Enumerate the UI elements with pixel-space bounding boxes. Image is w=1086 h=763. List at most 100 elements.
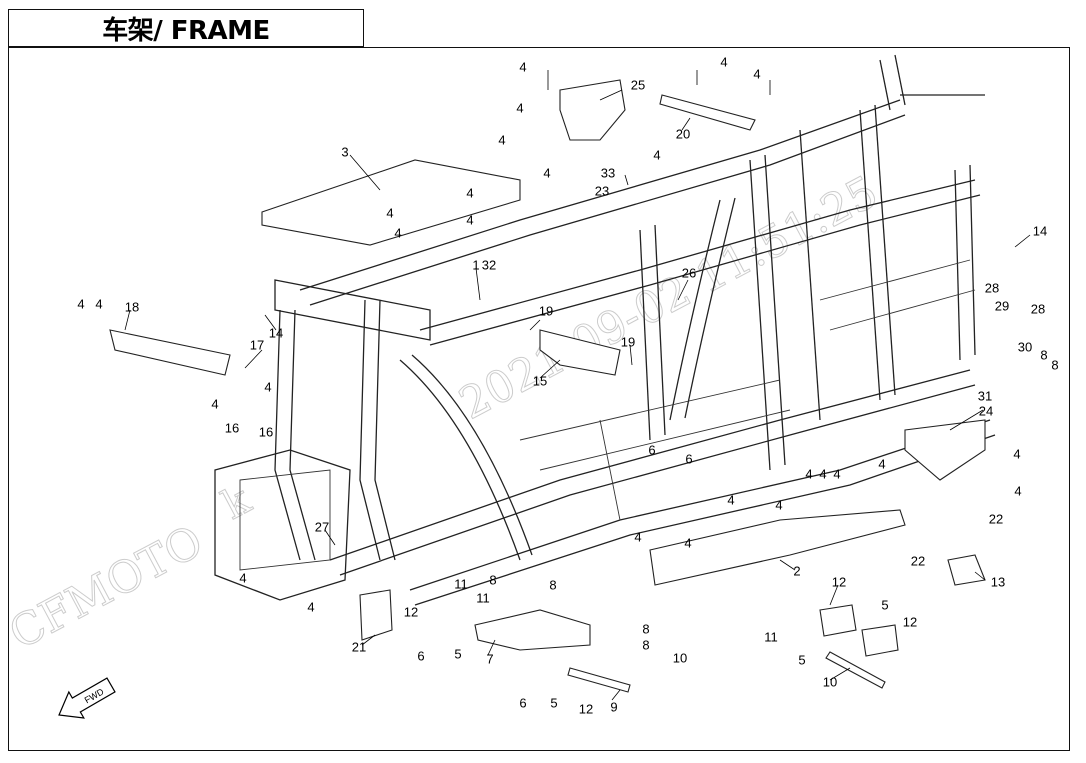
callout-number: 5	[798, 653, 805, 668]
callout-number: 11	[764, 630, 778, 645]
callout-number: 4	[805, 467, 812, 482]
callout-number: 4	[833, 467, 840, 482]
callout-number: 23	[595, 184, 609, 199]
main-frame	[214, 54, 996, 606]
callout-number: 12	[404, 605, 418, 620]
callout-number: 19	[621, 335, 635, 350]
callout-number: 8	[1051, 358, 1058, 373]
part-10-bolt-right	[825, 651, 886, 689]
callout-number: 32	[482, 258, 496, 273]
callout-number: 11	[454, 577, 468, 592]
callout-number: 4	[653, 148, 660, 163]
callout-number: 4	[394, 226, 401, 241]
callout-number: 4	[753, 67, 760, 82]
callout-number: 14	[269, 326, 283, 341]
callout-number: 4	[307, 600, 314, 615]
callout-number: 4	[77, 297, 84, 312]
callout-number: 28	[985, 281, 999, 296]
callout-number: 6	[685, 452, 692, 467]
callout-number: 4	[386, 206, 393, 221]
callouts: 4 25 4 4 4 20 4 4 3 4 33 23 4 4 4 4 14 1…	[77, 55, 1058, 717]
callout-number: 30	[1018, 340, 1032, 355]
callout-number: 4	[516, 101, 523, 116]
callout-number: 14	[1033, 224, 1047, 239]
callout-number: 9	[610, 700, 617, 715]
callout-number: 13	[991, 575, 1005, 590]
callout-number: 17	[250, 338, 264, 353]
watermark: CFMOTO k 2021-09-02 11:51:25	[1, 166, 887, 660]
page-title: 车架/ FRAME	[102, 15, 270, 46]
callout-number: 8	[549, 578, 556, 593]
callout-number: 1	[472, 258, 479, 273]
callout-number: 10	[673, 651, 687, 666]
part-7-mount	[474, 609, 591, 651]
callout-number: 12	[903, 615, 917, 630]
title-box: 车架/ FRAME	[8, 9, 364, 47]
callout-number: 5	[550, 696, 557, 711]
callout-number: 8	[642, 622, 649, 637]
callout-number: 8	[489, 573, 496, 588]
detached-parts	[109, 79, 986, 693]
callout-number: 4	[264, 380, 271, 395]
callout-number: 6	[648, 443, 655, 458]
callout-number: 28	[1031, 302, 1045, 317]
callout-number: 27	[315, 520, 329, 535]
callout-number: 4	[519, 60, 526, 75]
callout-number: 4	[1014, 484, 1021, 499]
callout-number: 18	[125, 300, 139, 315]
callout-number: 25	[631, 78, 645, 93]
callout-number: 31	[978, 389, 992, 404]
callout-number: 4	[684, 536, 691, 551]
callout-number: 29	[995, 299, 1009, 314]
callout-number: 2	[793, 564, 800, 579]
part-5-mount-right	[861, 624, 899, 657]
watermark-brand: CFMOTO	[1, 516, 211, 660]
callout-number: 33	[601, 166, 615, 181]
callout-number: 8	[642, 638, 649, 653]
part-25-bracket	[559, 79, 626, 141]
callout-number: 5	[881, 598, 888, 613]
part-24-plate	[904, 419, 986, 481]
callout-number: 15	[533, 374, 547, 389]
callout-number: 4	[775, 498, 782, 513]
callout-number: 16	[259, 425, 273, 440]
callout-number: 21	[352, 640, 366, 655]
part-21-bracket	[359, 589, 393, 641]
callout-number: 4	[543, 166, 550, 181]
callout-number: 4	[819, 467, 826, 482]
callout-number: 4	[466, 186, 473, 201]
callout-number: 4	[1013, 447, 1020, 462]
part-5-mount-left	[819, 604, 857, 637]
watermark-timestamp: 2021-09-02 11:51:25	[451, 166, 886, 429]
part-13-bracket	[947, 554, 986, 586]
callout-number: 10	[823, 675, 837, 690]
callout-number: 19	[539, 304, 553, 319]
fwd-arrow: FWD	[58, 677, 116, 719]
callout-number: 7	[486, 652, 493, 667]
callout-number: 20	[676, 127, 690, 142]
callout-number: 24	[979, 404, 993, 419]
part-2-rear-rack	[649, 509, 906, 586]
callout-number: 6	[519, 696, 526, 711]
callout-number: 4	[498, 133, 505, 148]
callout-number: 4	[466, 213, 473, 228]
callout-number: 4	[211, 397, 218, 412]
callout-number: 11	[476, 591, 490, 606]
callout-number: 12	[579, 702, 593, 717]
leader-lines	[124, 70, 1031, 701]
callout-number: 4	[727, 493, 734, 508]
watermark-brand-fragment: k	[215, 476, 259, 528]
part-15-arm	[539, 329, 621, 376]
callout-number: 4	[720, 55, 727, 70]
part-18-bracket	[109, 329, 231, 376]
callout-number: 4	[95, 297, 102, 312]
callout-number: 6	[417, 649, 424, 664]
callout-number: 16	[225, 421, 239, 436]
callout-number: 22	[989, 512, 1003, 527]
callout-number: 4	[634, 530, 641, 545]
callout-number: 4	[878, 457, 885, 472]
diagram-border	[8, 47, 1070, 751]
callout-number: 26	[682, 266, 696, 281]
